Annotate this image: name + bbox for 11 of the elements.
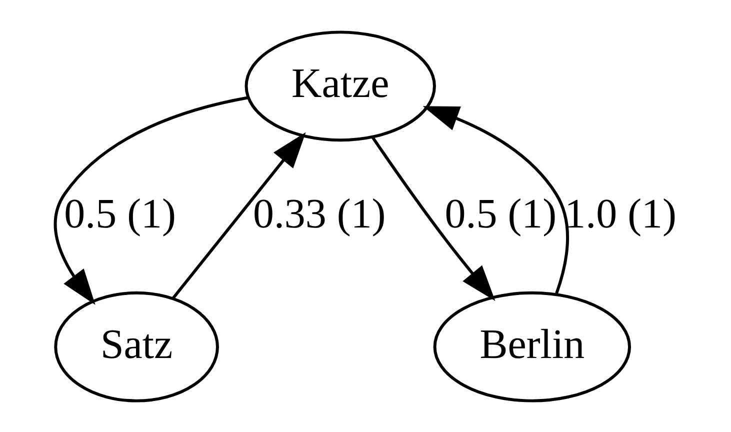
- edge-label: 0.33 (1): [252, 191, 386, 238]
- arrow: [172, 132, 306, 299]
- node-ellipse: Berlin: [433, 290, 632, 402]
- arrow: [422, 106, 569, 294]
- arrow: [371, 136, 496, 301]
- edge-label: 1.0 (1): [564, 191, 676, 238]
- edge-label: 0.5 (1): [444, 191, 557, 238]
- arrow: [54, 96, 249, 304]
- node-ellipse: Katze: [244, 30, 436, 142]
- node-ellipse: Satz: [54, 290, 219, 402]
- edge-label: 0.5 (1): [64, 191, 176, 238]
